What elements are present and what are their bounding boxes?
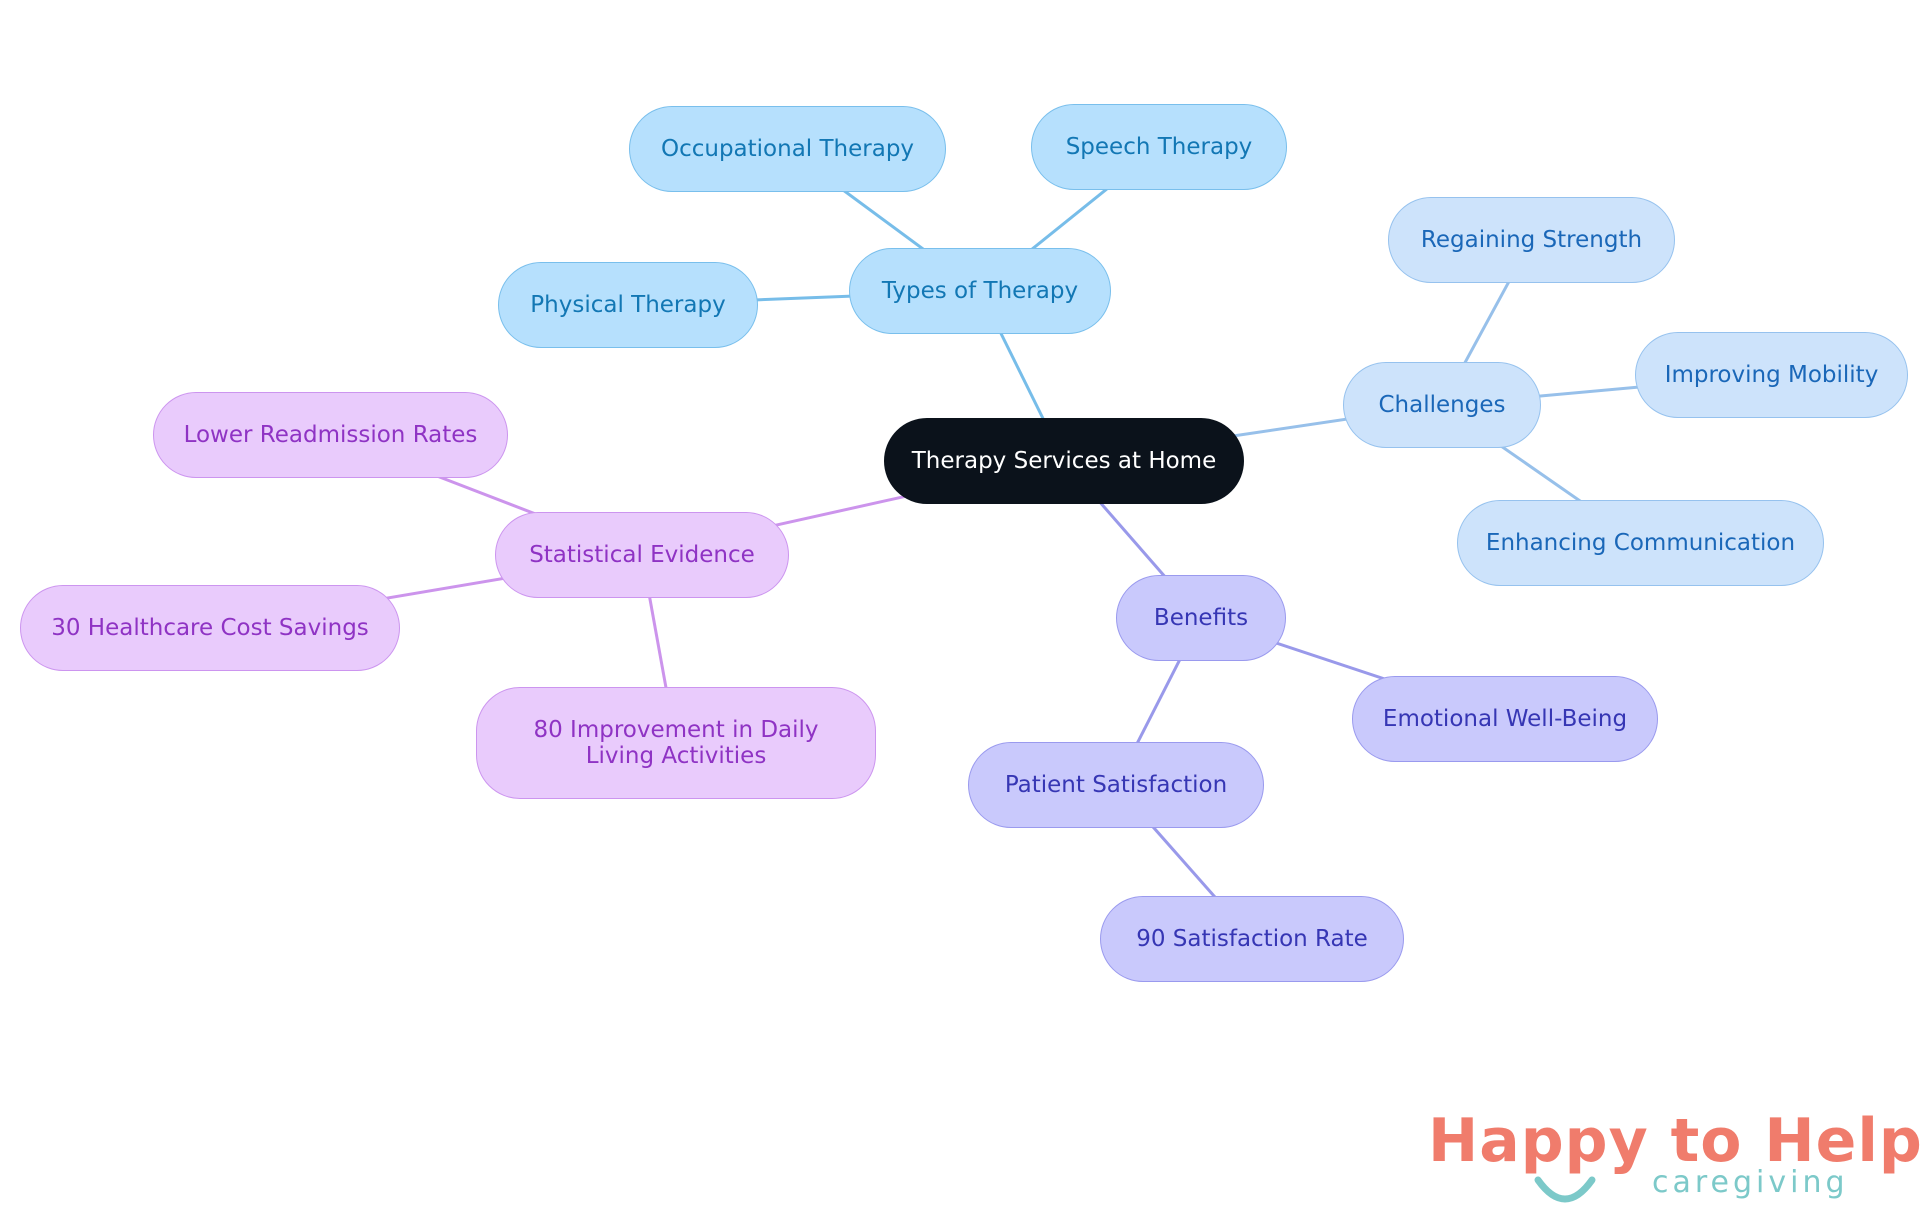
logo-tagline: caregiving <box>1652 1165 1849 1200</box>
node-patient-satisfaction: Patient Satisfaction <box>968 742 1264 828</box>
node-statistical-evidence: Statistical Evidence <box>495 512 789 598</box>
logo-word-to: to <box>1670 1106 1743 1176</box>
node-speech-therapy: Speech Therapy <box>1031 104 1287 190</box>
logo-word-happy: Happy <box>1428 1106 1649 1176</box>
node-emotional-well-being: Emotional Well-Being <box>1352 676 1658 762</box>
node-types-of-therapy: Types of Therapy <box>849 248 1111 334</box>
node-80-improvement-daily-living: 80 Improvement in Daily Living Activitie… <box>476 687 876 799</box>
node-improving-mobility: Improving Mobility <box>1635 332 1908 418</box>
node-therapy-services-at-home: Therapy Services at Home <box>884 418 1244 504</box>
node-benefits: Benefits <box>1116 575 1286 661</box>
node-30-healthcare-cost-savings: 30 Healthcare Cost Savings <box>20 585 400 671</box>
logo-word-help: Help <box>1764 1106 1920 1176</box>
node-90-satisfaction-rate: 90 Satisfaction Rate <box>1100 896 1404 982</box>
node-enhancing-communication: Enhancing Communication <box>1457 500 1824 586</box>
node-lower-readmission-rates: Lower Readmission Rates <box>153 392 508 478</box>
node-regaining-strength: Regaining Strength <box>1388 197 1675 283</box>
node-occupational-therapy: Occupational Therapy <box>629 106 946 192</box>
node-challenges: Challenges <box>1343 362 1541 448</box>
logo-wordmark: Happy to Help <box>1428 1106 1920 1176</box>
smile-icon <box>1534 1176 1596 1203</box>
happy-to-help-logo: Happy to Help caregiving <box>1420 1106 1920 1206</box>
node-physical-therapy: Physical Therapy <box>498 262 758 348</box>
